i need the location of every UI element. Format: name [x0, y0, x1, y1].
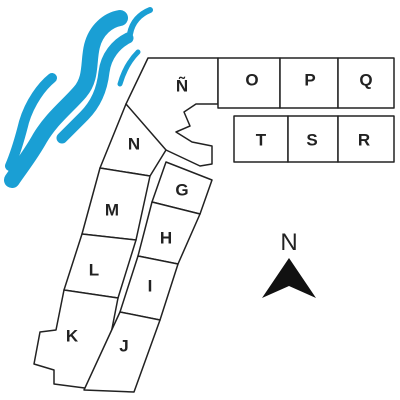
label-n-tilde: Ñ: [176, 76, 188, 96]
water-stroke-3: [5, 73, 57, 171]
label-t: T: [256, 131, 267, 150]
label-q: Q: [359, 71, 372, 90]
label-i: I: [148, 277, 153, 296]
label-r: R: [358, 131, 370, 150]
lot-j[interactable]: [83, 311, 161, 393]
label-m: M: [105, 201, 119, 220]
lot-l[interactable]: [63, 233, 137, 299]
label-h: H: [160, 229, 172, 248]
lot-t[interactable]: [233, 115, 289, 163]
label-k: K: [66, 327, 79, 346]
label-l: L: [89, 261, 99, 280]
label-n: N: [128, 135, 140, 154]
north-arrow-icon: [262, 258, 316, 298]
label-p: P: [304, 71, 315, 90]
lot-labels: Ñ O P Q T S R N G M H L I K J: [66, 71, 373, 356]
north-arrow-label: N: [280, 229, 297, 256]
label-s: S: [306, 131, 317, 150]
label-o: O: [245, 71, 258, 90]
building-complex: [33, 57, 395, 393]
water-body: [4, 7, 153, 188]
label-j: J: [119, 337, 128, 356]
north-arrow: N: [262, 229, 316, 298]
water-stroke-4: [127, 7, 153, 37]
lot-o[interactable]: [217, 57, 281, 109]
water-stroke-5: [117, 49, 141, 87]
lot-q[interactable]: [337, 57, 395, 109]
water-stroke-main: [4, 10, 128, 188]
water-stroke-2: [56, 32, 134, 144]
lot-r[interactable]: [337, 115, 395, 163]
label-g: G: [175, 181, 188, 200]
lot-s[interactable]: [287, 115, 339, 163]
